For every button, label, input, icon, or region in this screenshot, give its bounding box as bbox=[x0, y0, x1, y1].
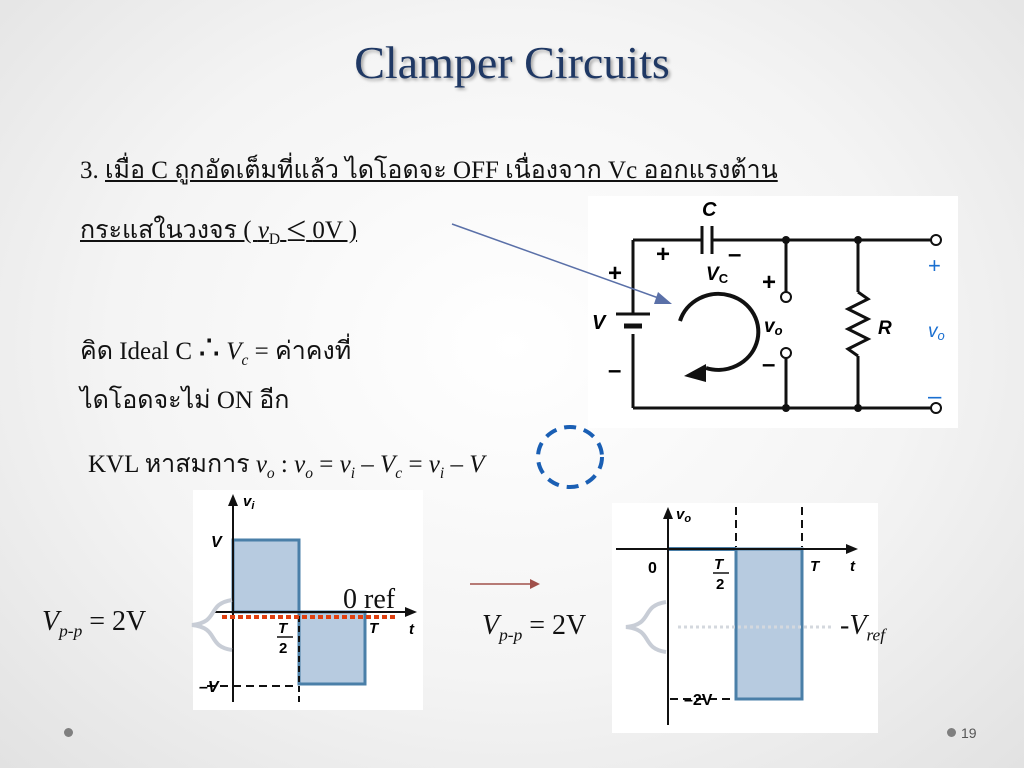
output-zero-label: 0 bbox=[648, 560, 657, 577]
zero-ref-line bbox=[222, 615, 396, 619]
step-number: 3. bbox=[80, 157, 99, 184]
page-number: 19 bbox=[961, 725, 977, 741]
step-line-1: 3. เมื่อ C ถูกอัดเต็มที่แล้ว ไดโอดจะ OFF… bbox=[80, 150, 778, 190]
vo-label: vo bbox=[764, 316, 783, 338]
kvl-equation: vo : vo = vi – Vc = vi – V bbox=[255, 451, 485, 482]
vpp-right-label: Vp-p = 2V bbox=[482, 610, 587, 645]
left-brace-icon bbox=[191, 598, 233, 652]
kvl-token: i bbox=[350, 465, 356, 482]
input-half-t-label: T bbox=[278, 620, 289, 637]
kvl-token: v bbox=[294, 451, 306, 478]
input-neg-v-label: –V bbox=[199, 679, 220, 696]
source-plus-sign: + bbox=[608, 260, 622, 287]
out-minus-sign: – bbox=[928, 383, 942, 410]
ideal-c-line: คิด Ideal C ∴ Vc = ค่าคงที่ bbox=[80, 328, 351, 371]
output-half-t-den: 2 bbox=[716, 576, 724, 593]
input-time-axis-label: t bbox=[409, 621, 415, 638]
kvl-token: : bbox=[274, 451, 295, 478]
step-line-2-post: 0V ) bbox=[312, 217, 358, 244]
vref-label: -Vref bbox=[840, 610, 886, 645]
vc-subscript: c bbox=[241, 352, 249, 369]
step-text-1: เมื่อ C ถูกอัดเต็มที่แล้ว ไดโอดจะ OFF เน… bbox=[105, 157, 778, 184]
vref-dotted-line bbox=[678, 625, 832, 629]
output-t-label: T bbox=[810, 558, 821, 575]
kvl-token: v bbox=[428, 451, 440, 478]
ideal-c-pre: คิด Ideal C bbox=[80, 338, 199, 365]
input-waveform-panel: vi V –V T 2 T t bbox=[193, 490, 423, 710]
kvl-token: V bbox=[380, 451, 396, 478]
therefore-symbol: ∴ bbox=[198, 330, 220, 367]
right-brace-icon bbox=[625, 600, 667, 654]
vpp-left-label: Vp-p = 2V bbox=[42, 606, 147, 641]
slide-title: Clamper Circuits bbox=[354, 37, 670, 88]
input-v-label: V bbox=[211, 534, 223, 551]
vd-subscript: D bbox=[268, 231, 281, 248]
vo-minus-sign: – bbox=[762, 351, 775, 378]
source-label: V bbox=[592, 312, 607, 334]
circuit-panel: C + – + V – VC + vo – R + vo – bbox=[588, 196, 958, 428]
output-neg2v-label: –2V bbox=[684, 692, 713, 709]
kvl-token: – bbox=[355, 451, 381, 478]
out-plus-sign: + bbox=[928, 253, 941, 278]
clamper-circuit-diagram: C + – + V – VC + vo – R + vo – bbox=[592, 199, 945, 414]
annotation-arrow bbox=[451, 223, 672, 304]
output-half-t-label: T bbox=[714, 556, 725, 573]
kvl-token: i bbox=[439, 465, 445, 482]
source-minus-sign: – bbox=[608, 357, 621, 384]
capacitor-label: C bbox=[702, 199, 717, 221]
kvl-token: v bbox=[255, 451, 267, 478]
input-positive-half bbox=[231, 538, 301, 614]
cap-minus-sign: – bbox=[728, 241, 741, 268]
kvl-token: o bbox=[266, 465, 275, 482]
zero-ref-label: 0 ref bbox=[343, 584, 396, 615]
step-line-2: กระแสในวงจร ( vD ≤ 0V ) bbox=[80, 210, 357, 250]
kvl-token: c bbox=[395, 465, 403, 482]
output-time-axis-label: t bbox=[850, 558, 856, 575]
out-vo-label: vo bbox=[928, 321, 945, 343]
input-negative-half bbox=[297, 610, 367, 686]
resistor-label: R bbox=[878, 318, 892, 339]
kvl-label: KVL หาสมการ bbox=[88, 451, 256, 478]
kvl-token: = bbox=[402, 451, 429, 478]
ideal-c-post: = ค่าคงที่ bbox=[248, 338, 352, 365]
kvl-token: – bbox=[444, 451, 470, 478]
output-waveform: vo 0 T 2 T t –2V bbox=[616, 506, 858, 725]
footer-dot-left bbox=[64, 728, 73, 737]
vc-label: VC bbox=[706, 264, 729, 286]
output-waveform-panel: vo 0 T 2 T t –2V bbox=[612, 503, 878, 733]
vo-axis-label: vo bbox=[676, 506, 691, 525]
input-waveform: vi V –V T 2 T t bbox=[199, 493, 417, 702]
kvl-token: o bbox=[305, 465, 313, 482]
kvl-token: v bbox=[339, 451, 351, 478]
leq-symbol: ≤ bbox=[286, 209, 307, 249]
footer-dot-right bbox=[947, 728, 956, 737]
vd-symbol: v bbox=[257, 217, 269, 244]
kvl-line: KVL หาสมการ vo : vo = vi – Vc = vi – V bbox=[88, 444, 485, 484]
vo-plus-sign: + bbox=[762, 269, 776, 296]
vc-symbol: V bbox=[226, 338, 242, 365]
kvl-token: V bbox=[469, 451, 485, 478]
step-line-2-pre: กระแสในวงจร ( bbox=[80, 217, 258, 244]
kvl-token: = bbox=[312, 451, 340, 478]
cap-plus-sign: + bbox=[656, 241, 670, 268]
input-t-label: T bbox=[369, 620, 380, 637]
diode-off-line: ไดโอดจะไม่ ON อีก bbox=[80, 387, 290, 414]
highlight-dashed-circle bbox=[536, 425, 604, 489]
transform-arrow bbox=[470, 579, 540, 589]
input-half-t-den: 2 bbox=[279, 640, 287, 657]
vi-axis-label: vi bbox=[243, 493, 255, 512]
